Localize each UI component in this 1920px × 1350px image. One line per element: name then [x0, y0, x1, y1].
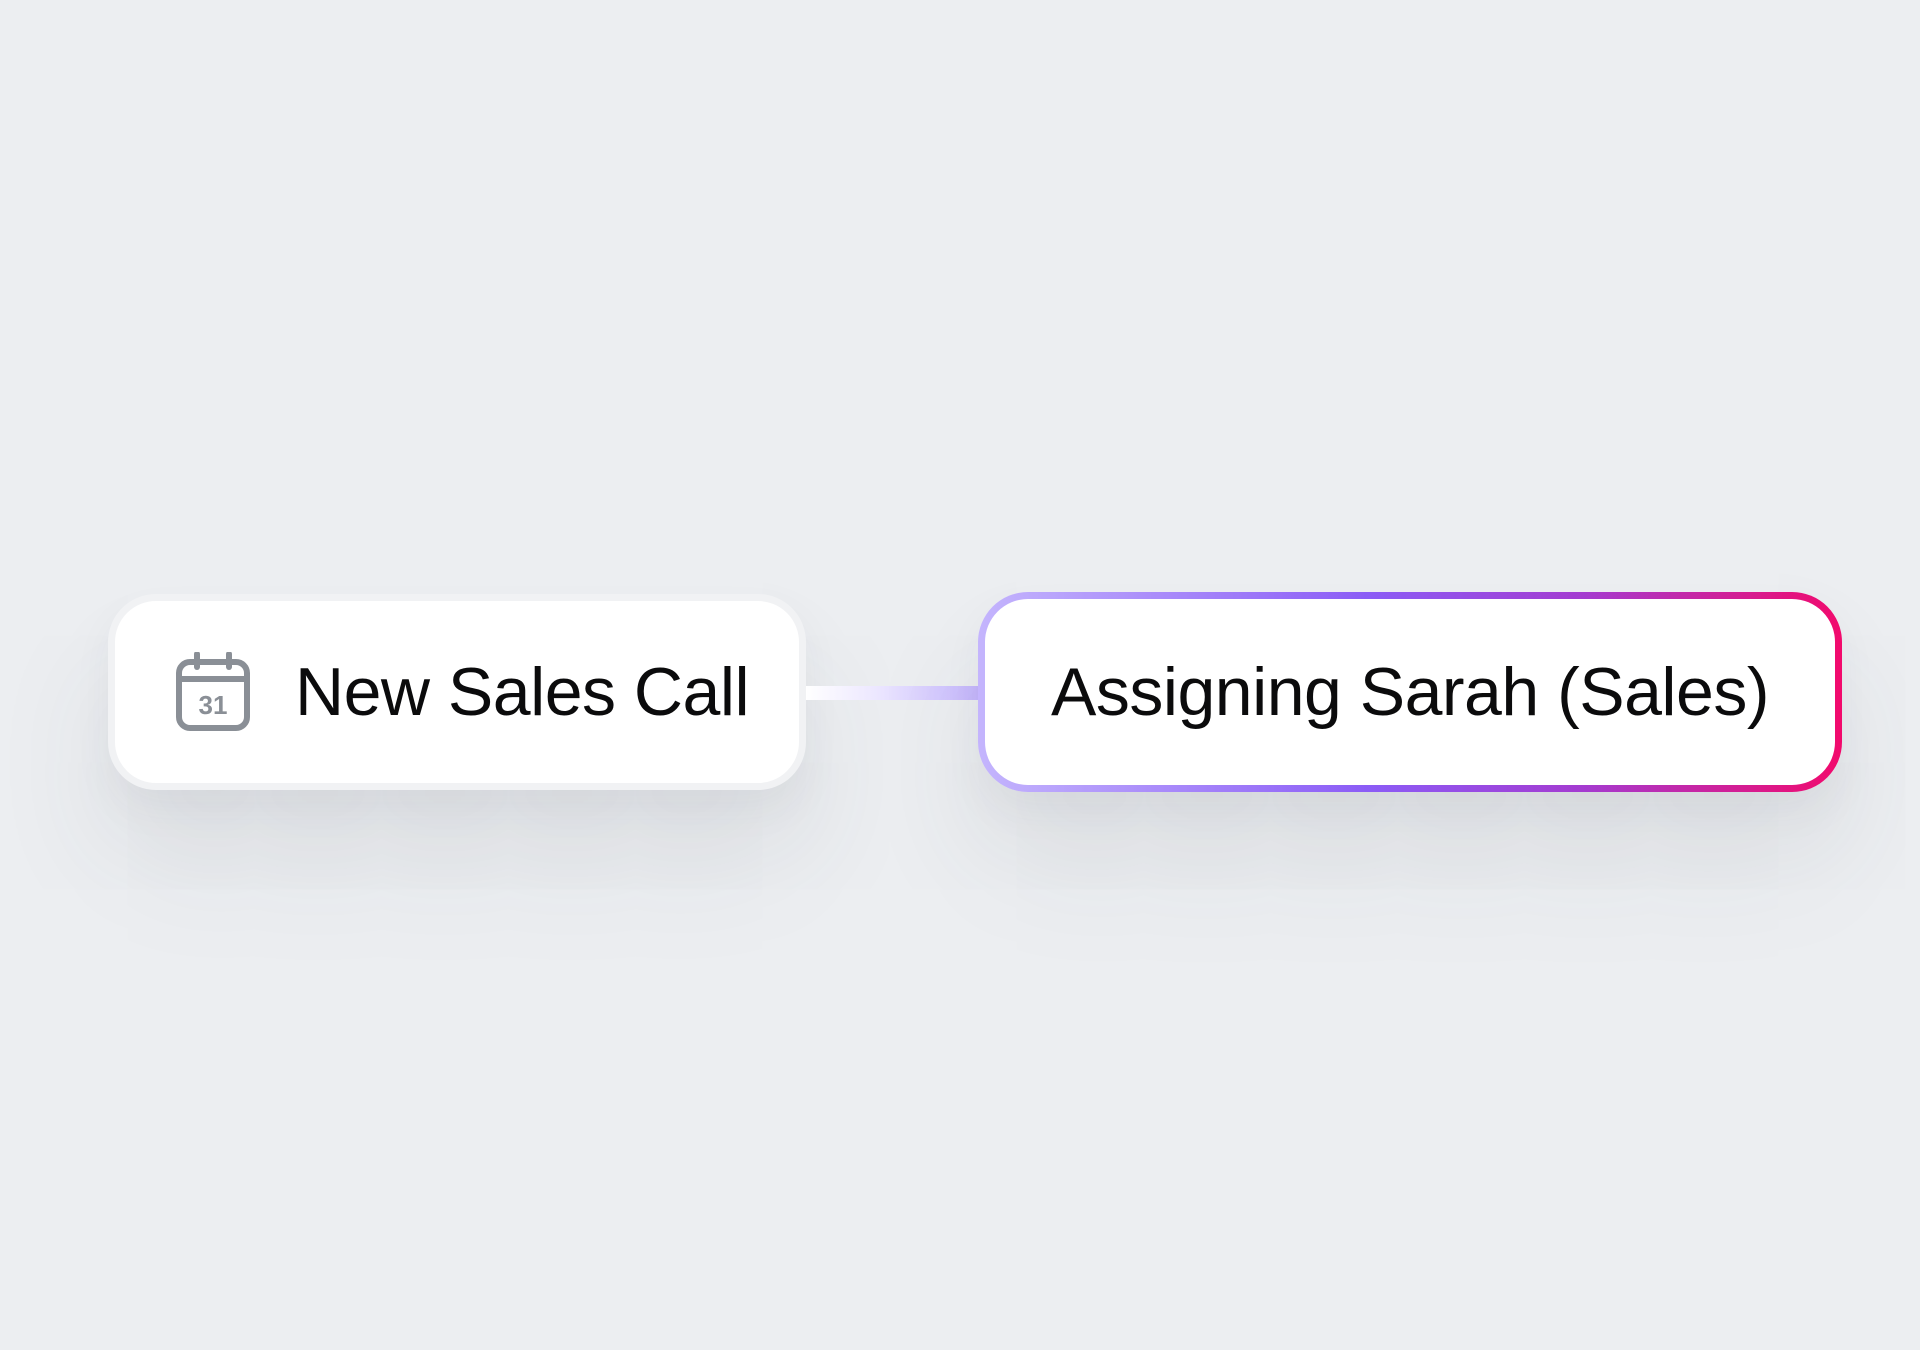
edge-connector	[806, 686, 982, 700]
trigger-node-new-sales-call[interactable]: 31 New Sales Call	[108, 594, 806, 790]
action-node-assigning-sarah[interactable]: Assigning Sarah (Sales)	[978, 592, 1842, 792]
action-node-body: Assigning Sarah (Sales)	[985, 599, 1835, 785]
trigger-node-label: New Sales Call	[295, 654, 750, 730]
calendar-day-number: 31	[199, 690, 228, 720]
action-node-label: Assigning Sarah (Sales)	[1051, 654, 1769, 730]
calendar-icon: 31	[176, 652, 250, 731]
